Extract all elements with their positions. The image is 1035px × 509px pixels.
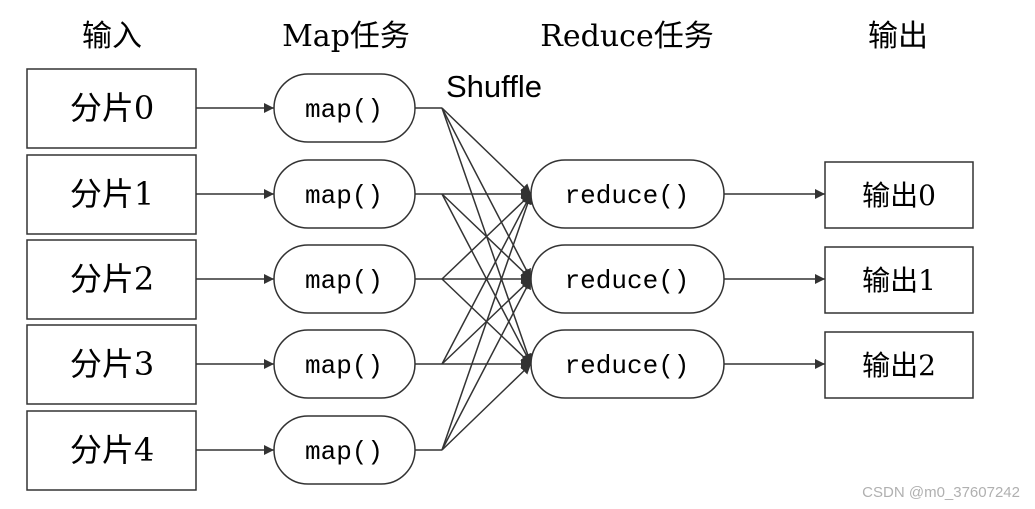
split-label: 分片4 bbox=[70, 431, 154, 469]
map-label: map() bbox=[305, 351, 383, 381]
map-label: map() bbox=[305, 437, 383, 467]
shuffle-line bbox=[441, 193, 533, 451]
output-0: 输出0 bbox=[824, 161, 974, 229]
split-4: 分片4 bbox=[26, 410, 197, 491]
output-label: 输出1 bbox=[862, 264, 936, 297]
shuffle-line bbox=[441, 363, 532, 451]
output-2: 输出2 bbox=[824, 331, 974, 399]
split-label: 分片1 bbox=[70, 175, 154, 213]
reduce-task-0: reduce() bbox=[530, 159, 725, 229]
header-input: 输入 bbox=[82, 19, 142, 54]
output-1: 输出1 bbox=[824, 246, 974, 314]
reduce-label: reduce() bbox=[565, 266, 690, 296]
output-label: 输出2 bbox=[862, 349, 936, 382]
map-label: map() bbox=[305, 266, 383, 296]
map-task-2: map() bbox=[273, 244, 416, 314]
output-box bbox=[824, 161, 974, 229]
output-box bbox=[824, 246, 974, 314]
split-box bbox=[26, 68, 197, 149]
split-label: 分片0 bbox=[70, 89, 154, 127]
split-0: 分片0 bbox=[26, 68, 197, 149]
split-2: 分片2 bbox=[26, 239, 197, 320]
output-label: 输出0 bbox=[862, 179, 936, 212]
reduce-label: reduce() bbox=[565, 181, 690, 211]
split-box bbox=[26, 324, 197, 405]
shuffle-connectors bbox=[415, 107, 533, 451]
header-reduce-task: Reduce任务 bbox=[540, 19, 713, 54]
header-output: 输出 bbox=[868, 19, 928, 54]
split-box bbox=[26, 410, 197, 491]
split-label: 分片3 bbox=[70, 345, 154, 383]
map-task-1: map() bbox=[273, 159, 416, 229]
header-map-task: Map任务 bbox=[282, 19, 410, 54]
split-box bbox=[26, 239, 197, 320]
map-task-4: map() bbox=[273, 415, 416, 485]
map-label: map() bbox=[305, 95, 383, 125]
shuffle-line bbox=[441, 193, 532, 280]
watermark: CSDN @m0_37607242 bbox=[862, 484, 1020, 501]
output-box bbox=[824, 331, 974, 399]
shuffle-line bbox=[441, 278, 532, 451]
reduce-label: reduce() bbox=[565, 351, 690, 381]
shuffle-line bbox=[441, 107, 532, 195]
reduce-task-2: reduce() bbox=[530, 329, 725, 399]
split-1: 分片1 bbox=[26, 154, 197, 235]
split-label: 分片2 bbox=[70, 260, 154, 298]
map-label: map() bbox=[305, 181, 383, 211]
reduce-task-1: reduce() bbox=[530, 244, 725, 314]
shuffle-label: Shuffle bbox=[446, 69, 542, 104]
map-task-0: map() bbox=[273, 73, 416, 143]
shuffle-line bbox=[441, 193, 532, 365]
map-task-3: map() bbox=[273, 329, 416, 399]
split-3: 分片3 bbox=[26, 324, 197, 405]
split-box bbox=[26, 154, 197, 235]
